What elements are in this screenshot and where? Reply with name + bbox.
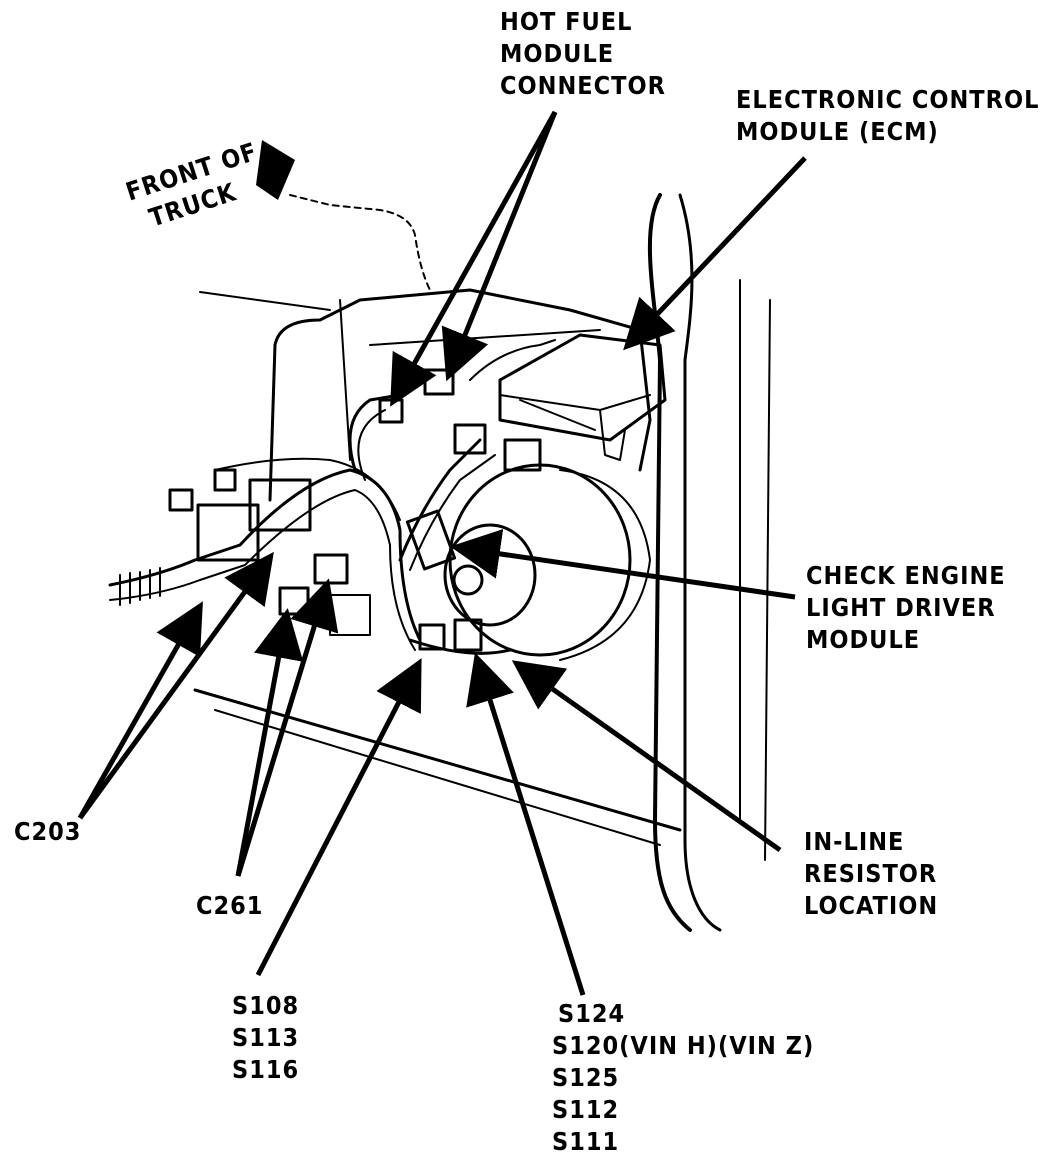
s112-line: S112: [552, 1095, 620, 1124]
check-engine-arrow: [450, 529, 796, 600]
c203-arrow-left: [77, 601, 203, 820]
s113-line: S113: [232, 1023, 300, 1052]
c261-label: C261: [196, 891, 264, 920]
s124-line: S124: [558, 999, 626, 1028]
s124-arrow: [466, 652, 586, 996]
hot-fuel-arrow-right: [441, 111, 558, 382]
inline-line-2: RESISTOR: [804, 859, 938, 888]
front-direction-icon: [256, 140, 295, 200]
inline-resistor-arrow: [511, 660, 782, 853]
check-engine-line-1: CHECK ENGINE: [806, 561, 1006, 590]
s125-line: S125: [552, 1063, 620, 1092]
ecm-arrow: [623, 156, 807, 351]
component-illustration: [108, 193, 771, 932]
inline-resistor-location-label: IN-LINE RESISTOR LOCATION: [804, 826, 938, 922]
s108-line: S108: [232, 991, 300, 1020]
check-engine-line-3: MODULE: [806, 625, 921, 654]
s108-arrow: [255, 658, 422, 977]
s108-splice-group-label: S108 S113 S116: [232, 990, 299, 1086]
c203-label: C203: [14, 817, 82, 846]
s111-line: S111: [552, 1127, 620, 1156]
c203-arrow-right: [77, 551, 274, 820]
hot-fuel-arrow-left: [390, 110, 558, 407]
c261-arrow-right: [235, 578, 339, 877]
c261-arrow-left: [235, 608, 304, 877]
ecm-label: ELECTRONIC CONTROL MODULE (ECM): [736, 84, 1039, 148]
hot-fuel-line-1: HOT FUEL: [500, 7, 633, 36]
leader-arrows: [77, 110, 807, 996]
check-engine-light-driver-label: CHECK ENGINE LIGHT DRIVER MODULE: [806, 560, 1006, 656]
inline-line-3: LOCATION: [804, 891, 939, 920]
ecm-line-1: ELECTRONIC CONTROL: [736, 85, 1040, 114]
s116-line: S116: [232, 1055, 300, 1084]
check-engine-line-2: LIGHT DRIVER: [806, 593, 996, 622]
hot-fuel-line-3: CONNECTOR: [500, 71, 666, 100]
ecm-line-2: MODULE (ECM): [736, 117, 939, 146]
hot-fuel-line-2: MODULE: [500, 39, 615, 68]
hot-fuel-module-connector-label: HOT FUEL MODULE CONNECTOR: [500, 6, 666, 102]
inline-line-1: IN-LINE: [804, 827, 905, 856]
s124-splice-group-label: S124 S120(VIN H)(VIN Z) S125 S112 S111: [552, 998, 814, 1158]
s120-line: S120(VIN H)(VIN Z): [552, 1031, 815, 1060]
